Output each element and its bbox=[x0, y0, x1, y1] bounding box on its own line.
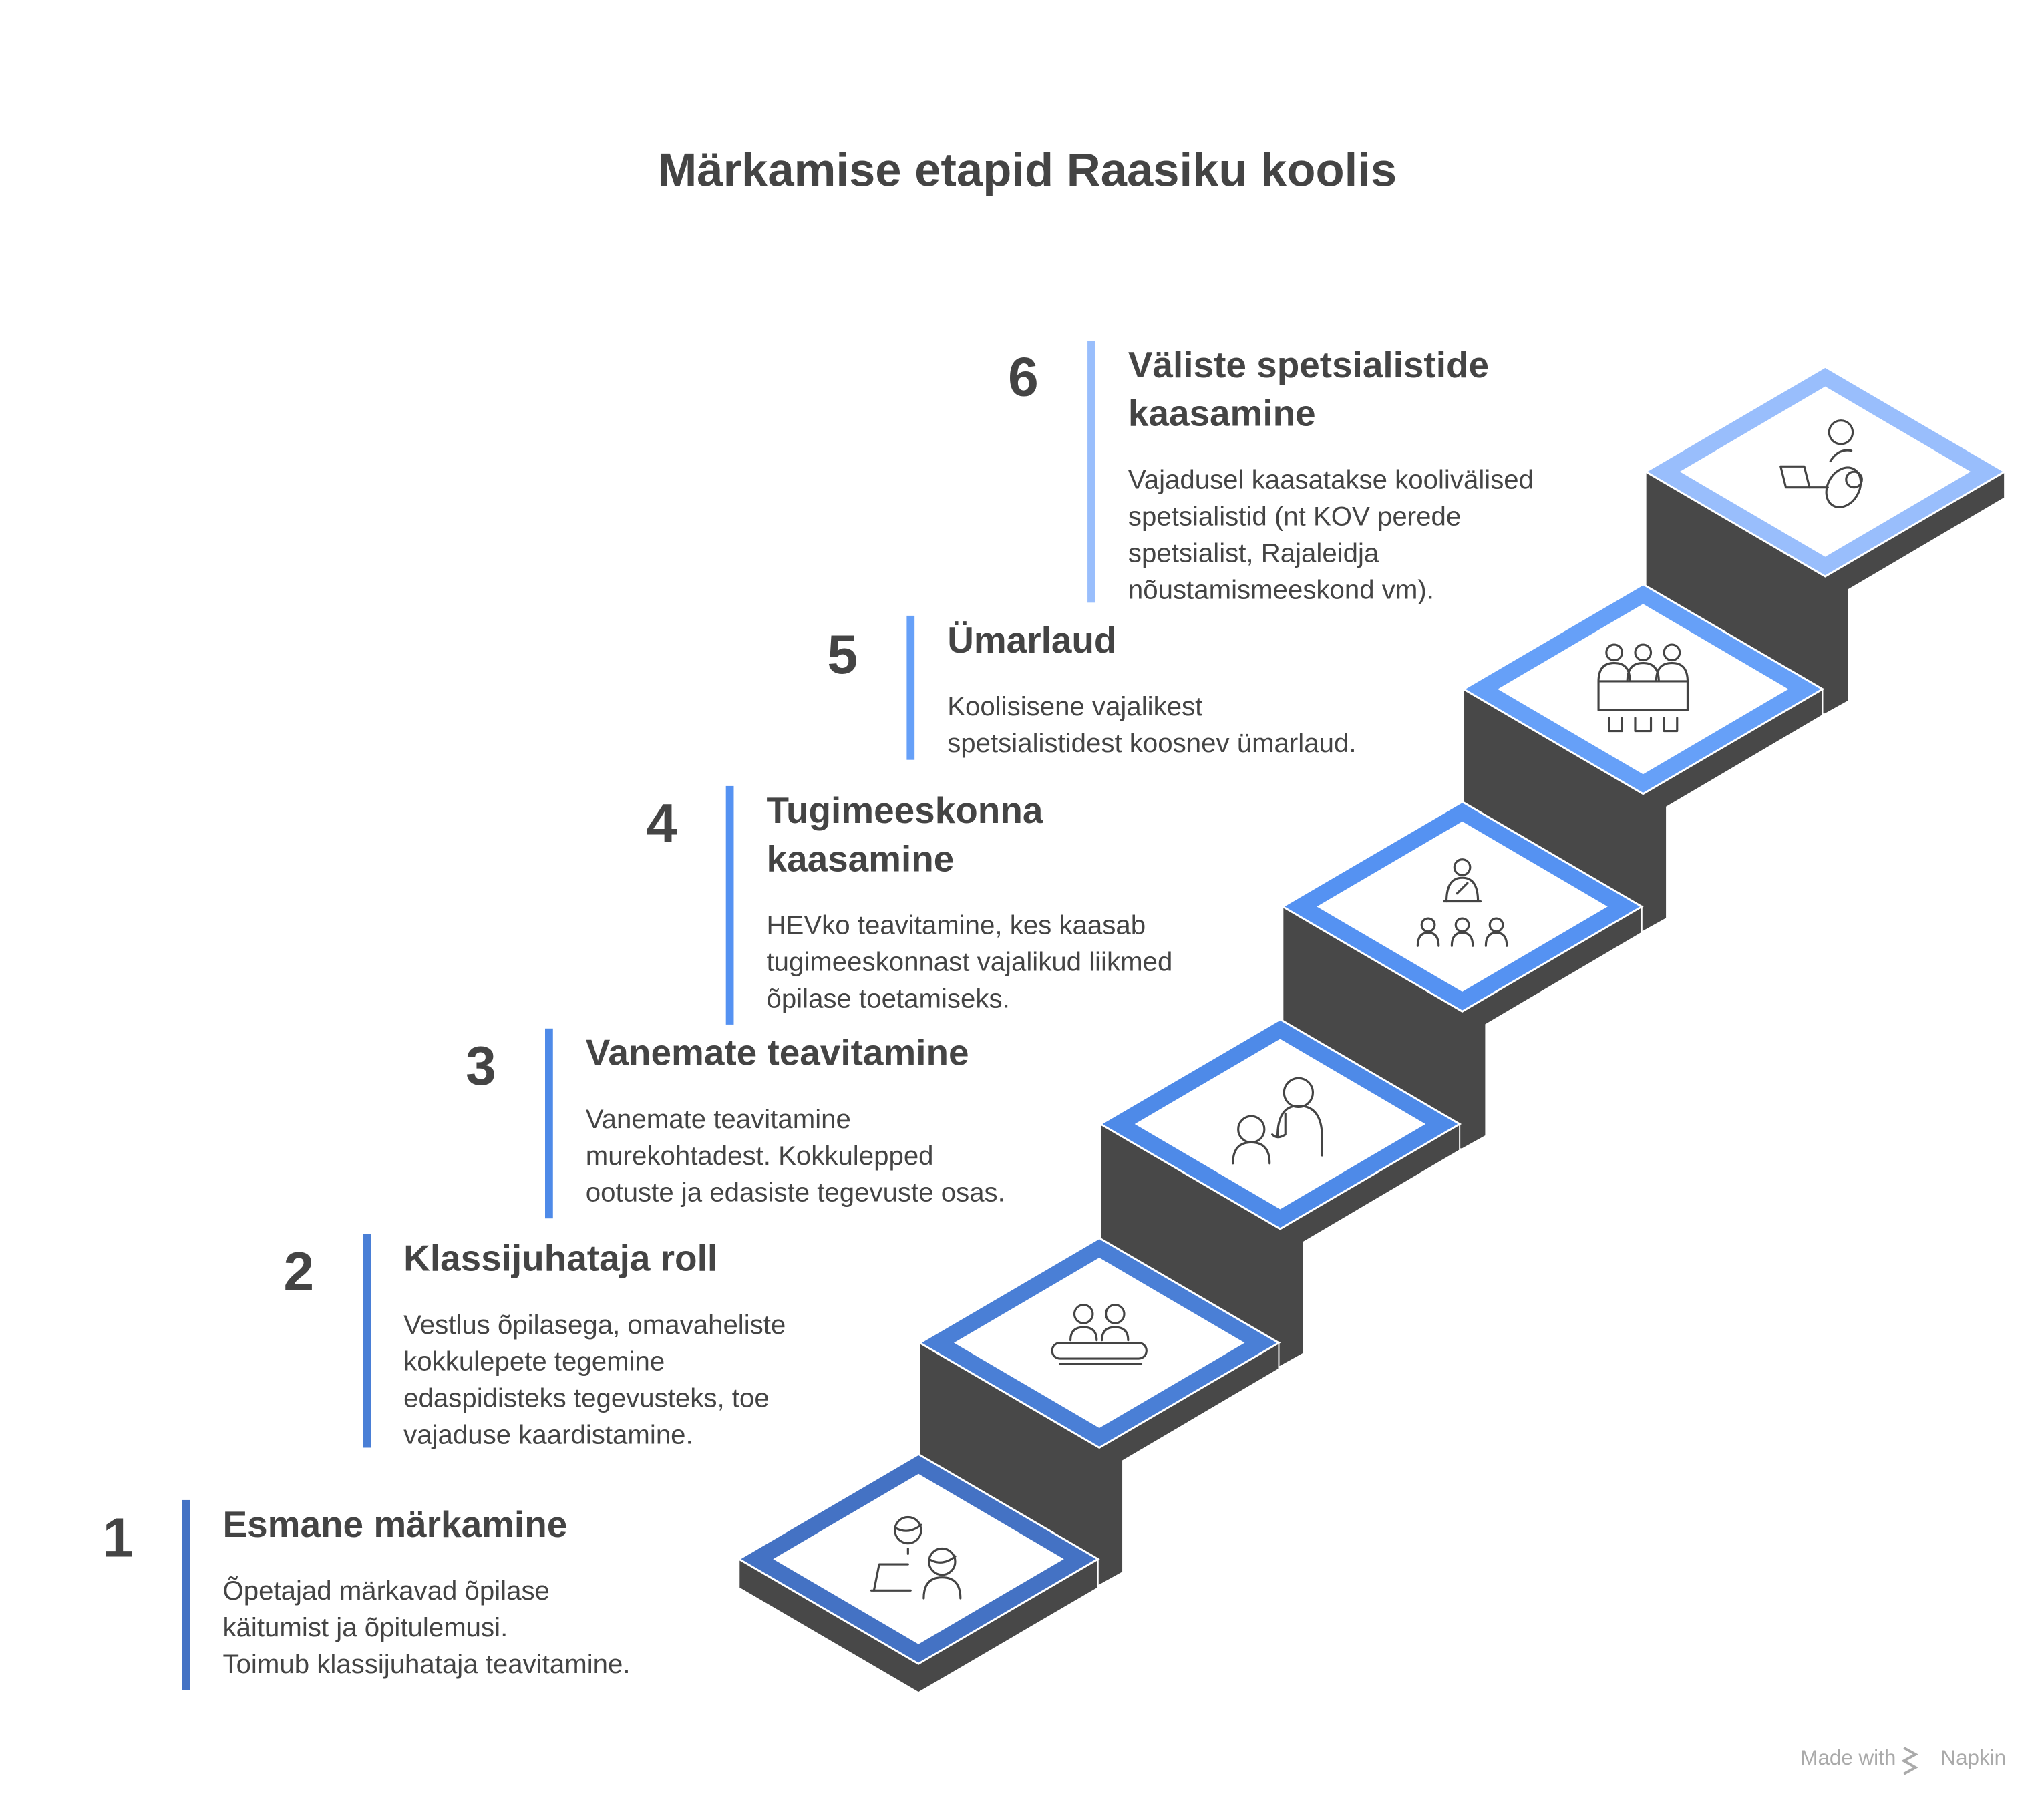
step-heading: Tugimeeskonna bbox=[767, 789, 1043, 831]
step-top-face bbox=[1317, 821, 1608, 992]
step-description-line: edaspidisteks tegevusteks, toe bbox=[403, 1383, 770, 1413]
step-description-line: Õpetajad märkavad õpilase bbox=[222, 1576, 549, 1606]
step-number: 4 bbox=[647, 793, 677, 854]
step-heading: kaasamine bbox=[767, 838, 955, 879]
step-heading: kaasamine bbox=[1128, 392, 1316, 433]
step-description-line: Toimub klassijuhataja teavitamine. bbox=[222, 1649, 630, 1679]
step-description-line: HEVko teavitamine, kes kaasab bbox=[767, 910, 1146, 940]
step-description-line: spetsialistid (nt KOV perede bbox=[1128, 502, 1461, 532]
step-heading: Vanemate teavitamine bbox=[586, 1032, 969, 1073]
step-heading: Klassijuhataja roll bbox=[403, 1238, 717, 1279]
conversation-table-icon bbox=[1051, 1304, 1148, 1365]
made-with-text: Made with bbox=[1800, 1746, 1896, 1769]
footer-credit: Made with Napkin bbox=[1800, 1746, 2006, 1775]
step-description-line: Vajadusel kaasatakse koolivälised bbox=[1128, 465, 1534, 495]
step-description-line: õpilase toetamiseks. bbox=[767, 983, 1010, 1013]
step-accent-bar bbox=[1087, 340, 1095, 603]
step-description-line: murekohtadest. Kokkulepped bbox=[586, 1141, 934, 1171]
step-accent-bar bbox=[906, 615, 915, 760]
step-heading: Ümarlaud bbox=[947, 619, 1116, 661]
step-number: 6 bbox=[1008, 346, 1039, 407]
step-number: 2 bbox=[283, 1241, 314, 1302]
step-accent-bar bbox=[725, 785, 734, 1025]
round-table-icon bbox=[1597, 643, 1689, 733]
stair-blocks bbox=[737, 365, 2007, 1694]
step-description-line: kokkulepete tegemine bbox=[403, 1346, 665, 1377]
step-description-line: tugimeeskonnast vajalikud liikmed bbox=[767, 946, 1173, 976]
step-number: 3 bbox=[466, 1035, 496, 1097]
step-label-6: 6 Väliste spetsialistide kaasamineVajaduse… bbox=[1008, 340, 1534, 604]
napkin-logo-icon bbox=[1901, 1746, 1918, 1775]
step-description-line: Koolisisene vajalikest bbox=[947, 691, 1202, 721]
napkin-brand-text: Napkin bbox=[1940, 1746, 2006, 1769]
step-number: 1 bbox=[103, 1507, 134, 1568]
step-description-line: ootuste ja edasiste tegevuste osas. bbox=[586, 1178, 1005, 1208]
teacher-student-icon bbox=[870, 1515, 962, 1600]
step-number: 5 bbox=[827, 624, 858, 685]
step-description-line: Vestlus õpilasega, omavaheliste bbox=[403, 1310, 786, 1340]
step-top-face bbox=[1134, 1039, 1426, 1210]
step-top-face bbox=[1498, 604, 1789, 775]
step-accent-bar bbox=[545, 1028, 553, 1219]
step-description-line: spetsialistidest koosnev ümarlaud. bbox=[947, 728, 1356, 758]
specialist-laptop-icon bbox=[1779, 419, 1863, 508]
step-description-line: käitumist ja õpitulemusi. bbox=[222, 1612, 508, 1642]
step-description-line: vajaduse kaardistamine. bbox=[403, 1420, 693, 1450]
step-block-1 bbox=[737, 1453, 1100, 1694]
diagram-title: Märkamise etapid Raasiku koolis bbox=[658, 144, 1397, 196]
step-accent-bar bbox=[363, 1234, 371, 1448]
step-accent-bar bbox=[182, 1499, 190, 1690]
step-description-line: Vanemate teavitamine bbox=[586, 1104, 851, 1134]
team-presenter-icon bbox=[1416, 858, 1508, 947]
parent-child-icon bbox=[1232, 1077, 1323, 1165]
step-heading: Väliste spetsialistide bbox=[1128, 344, 1489, 385]
step-heading: Esmane märkamine bbox=[222, 1503, 567, 1545]
step-description-line: spetsialist, Rajaleidja bbox=[1128, 538, 1379, 568]
step-description-line: nõustamismeeskond vm). bbox=[1128, 574, 1434, 604]
